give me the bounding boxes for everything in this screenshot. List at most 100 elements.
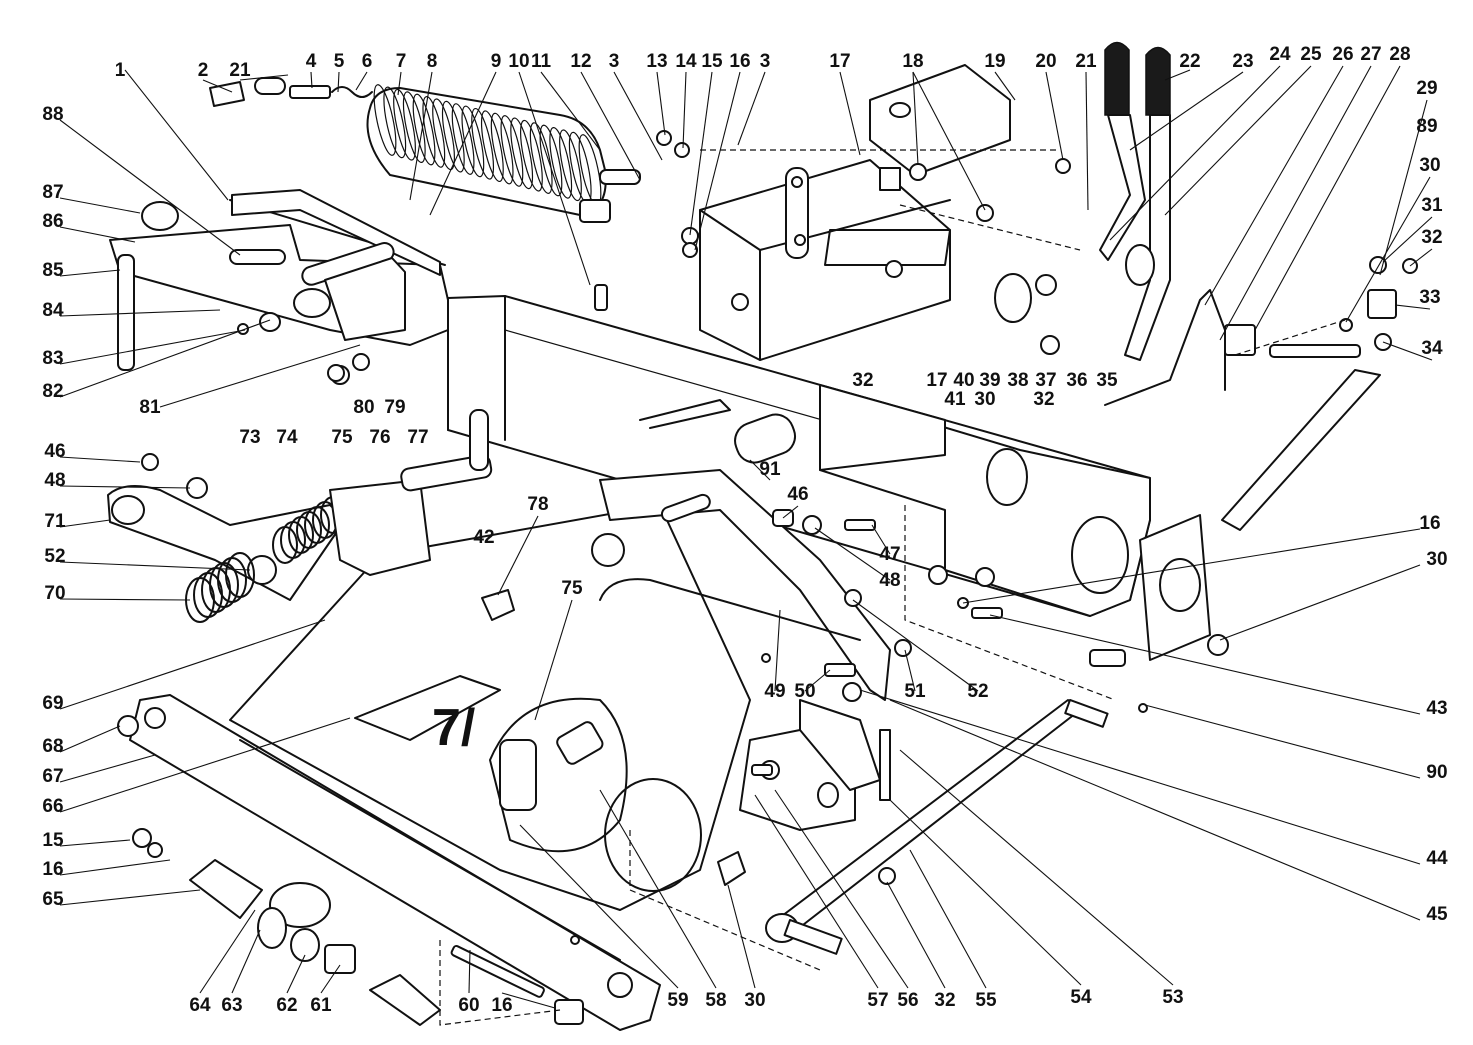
part-label-62: 62 [276, 995, 297, 1016]
leader-line [1382, 341, 1433, 361]
leader-line [59, 725, 121, 753]
small-hardware [117, 130, 1418, 886]
leader-line [859, 689, 1421, 865]
part-label-61: 61 [310, 995, 332, 1016]
leader-line [1409, 248, 1433, 267]
leader-line [1085, 71, 1089, 211]
leader-line [59, 717, 351, 813]
leader-line [774, 609, 781, 692]
leader-line [59, 839, 131, 847]
spring-coil [500, 115, 524, 187]
part-label-31: 31 [1421, 195, 1443, 216]
part-label-38: 38 [1007, 370, 1028, 391]
part-label-7: 7 [396, 51, 407, 72]
leader-line [519, 824, 679, 989]
leader-line [689, 71, 713, 236]
part-label-51: 51 [904, 681, 926, 702]
part-label-47: 47 [879, 544, 900, 565]
part-label-66: 66 [42, 796, 63, 817]
part-label-25: 25 [1300, 44, 1322, 65]
part-label-75b: 75 [561, 578, 583, 599]
leader-line [59, 598, 191, 601]
leader-line [320, 964, 341, 994]
part-label-46b: 46 [787, 484, 808, 505]
part-label-34: 34 [1421, 338, 1443, 359]
part-label-11: 11 [531, 51, 552, 72]
leader-line [889, 799, 1082, 986]
part-label-14: 14 [675, 51, 697, 72]
pivot-stack [189, 859, 584, 1026]
leader-line [989, 614, 1421, 715]
leader-line [202, 79, 233, 93]
part-label-17b: 17 [926, 370, 947, 391]
leader-line [727, 884, 756, 989]
part-label-36: 36 [1066, 370, 1087, 391]
leader-line [912, 71, 919, 166]
part-label-79: 79 [384, 397, 405, 418]
right-end-plate [819, 384, 1211, 661]
part-label-57: 57 [867, 990, 888, 1011]
part-label-48: 48 [44, 470, 65, 491]
leader-line [814, 527, 891, 581]
part-label-78: 78 [527, 494, 548, 515]
leader-line [59, 269, 121, 277]
part-label-43: 43 [1426, 698, 1447, 719]
leader-line [754, 794, 879, 989]
part-label-8: 8 [427, 51, 438, 72]
part-label-16c: 16 [42, 859, 63, 880]
spring-end-hardware [209, 77, 641, 223]
leader-line [59, 561, 251, 571]
pedal-mount-bracket [824, 64, 1011, 266]
part-label-74: 74 [276, 427, 298, 448]
leader-line [656, 71, 666, 136]
part-label-32d: 32 [934, 990, 955, 1011]
part-label-42: 42 [473, 527, 494, 548]
coil-ring [225, 552, 255, 598]
leader-line [497, 515, 539, 596]
part-label-59: 59 [667, 990, 688, 1011]
part-label-87: 87 [42, 182, 63, 203]
part-label-39: 39 [979, 370, 1000, 391]
part-label-40: 40 [953, 370, 974, 391]
artwork: 7/ [107, 41, 1418, 1031]
part-label-64: 64 [189, 995, 211, 1016]
part-label-33: 33 [1419, 287, 1440, 308]
part-label-29: 29 [1416, 78, 1437, 99]
leader-line [774, 789, 909, 989]
part-label-52: 52 [44, 546, 65, 567]
leader-line [59, 197, 141, 214]
part-label-30c: 30 [1426, 549, 1447, 570]
leader-line [231, 929, 261, 994]
leader-line [749, 459, 771, 481]
part-label-13: 13 [646, 51, 667, 72]
spring-coil [461, 105, 485, 178]
leader-line [994, 71, 1016, 101]
part-label-86: 86 [42, 211, 63, 232]
part-label-89: 89 [1416, 116, 1437, 137]
leader-line [59, 485, 191, 489]
hand-levers [1099, 41, 1171, 361]
leader-line [59, 119, 241, 256]
leader-line [59, 519, 111, 528]
leader-line [59, 754, 156, 783]
leader-line [1219, 564, 1421, 641]
leader-line [1254, 65, 1401, 331]
part-callouts: 1 2 3 3 4 5 6 7 8 9 10 11 12 13 14 15 16… [42, 44, 1448, 1016]
part-label-83: 83 [42, 348, 63, 369]
cutaway-spring-housing [489, 697, 702, 892]
leader-line [59, 329, 246, 365]
decal-text: 7/ [432, 699, 475, 757]
part-label-56: 56 [897, 990, 918, 1011]
part-label-12: 12 [570, 51, 591, 72]
leader-line [580, 71, 641, 181]
leader-line [1204, 65, 1344, 306]
leader-line [1045, 71, 1064, 161]
part-label-49: 49 [764, 681, 785, 702]
part-label-44: 44 [1426, 848, 1448, 869]
part-label-32c: 32 [1033, 389, 1054, 410]
leader-line [904, 649, 916, 692]
leader-line [962, 528, 1421, 604]
part-label-52b: 52 [967, 681, 988, 702]
spring-coil [412, 93, 436, 166]
leader-line [59, 309, 221, 317]
